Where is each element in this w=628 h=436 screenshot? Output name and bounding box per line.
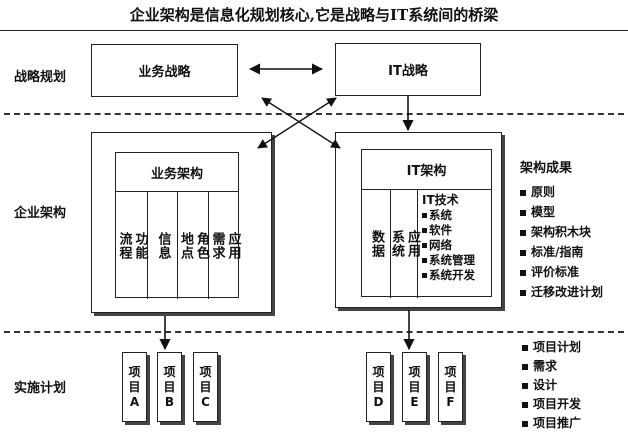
bullet-square-icon [522,420,528,427]
project-task-item: 项目开发 [522,395,626,414]
page-title: 企业架构是信息化规划核心,它是战略与IT系统间的桥梁 [129,6,499,24]
project-task-item: 项目计划 [522,338,626,357]
it-architecture-columns: 数据 应用 系统 IT技术 系统 软件 网络 系统管理 系统开发 [362,190,491,298]
divider-enterprise-implementation [4,331,624,333]
business-strategy-to-it-arch-arrow [261,97,341,149]
it-architecture-title: IT架构 [406,164,447,179]
bullet-square-icon [520,289,526,296]
business-column-app-needs-label: 应用 需求 [209,231,241,260]
business-architecture-box: 业务架构 功能 流程 信息 角色 地点 应用 需求 [115,152,241,299]
business-column-app-needs: 应用 需求 [209,192,241,299]
it-architecture-title-cell: IT架构 [362,150,491,190]
it-tech-item: 网络 [422,238,493,253]
it-tech-list: 系统 软件 网络 系统管理 系统开发 [422,208,493,283]
row-label-enterprise: 企业架构 [14,206,67,221]
business-strategy-box: 业务战略 [91,44,238,97]
title-underline [0,30,628,31]
business-architecture-title-cell: 业务架构 [116,153,238,192]
project-task-item: 需求 [522,357,626,376]
it-column-app-systems-label: 应用 系统 [389,230,420,258]
bullet-square-icon [422,273,427,278]
architecture-result-item: 迁移改进计划 [520,282,626,302]
business-column-process-label: 功能 流程 [116,231,148,260]
row-label-strategy: 战略规划 [14,70,67,85]
business-column-information: 信息 [148,192,178,299]
it-architecture-box: IT架构 数据 应用 系统 IT技术 系统 软件 网络 系统管理 系统开发 [361,149,492,298]
bullet-square-icon [522,382,528,389]
architecture-result-item: 标准/指南 [520,242,626,262]
business-column-information-label: 信息 [155,231,171,260]
bullet-square-icon [520,249,526,256]
project-task-item: 项目推广 [522,414,626,433]
it-tech-item: 系统开发 [422,268,493,283]
architecture-results-title: 架构成果 [520,161,573,176]
architecture-results: 架构成果 原则 模型 架构积木块 标准/指南 评价标准 迁移改进计划 [520,158,626,302]
it-strategy-label: IT战略 [388,64,428,79]
it-strategy-box: IT战略 [335,43,481,96]
it-tech-item: 软件 [422,223,493,238]
business-architecture-columns: 功能 流程 信息 角色 地点 应用 需求 [116,192,241,299]
bullet-square-icon [522,344,528,351]
architecture-result-item: 架构积木块 [520,222,626,242]
bullet-square-icon [422,228,427,233]
it-strategy-to-business-arch-arrow [257,97,337,149]
bullet-square-icon [422,243,427,248]
architecture-result-item: 模型 [520,202,626,222]
bullet-square-icon [422,258,427,263]
it-column-app-systems: 应用 系统 [389,190,420,298]
it-column-technology: IT技术 系统 软件 网络 系统管理 系统开发 [418,190,493,298]
bullet-square-icon [522,363,528,370]
row-label-implementation: 实施计划 [14,381,67,396]
bullet-square-icon [522,401,528,408]
business-architecture-title: 业务架构 [150,166,203,182]
project-tasks: 项目计划 需求 设计 项目开发 项目推广 [522,338,626,433]
it-column-data-label: 数据 [369,230,384,258]
project-tasks-list: 项目计划 需求 设计 项目开发 项目推广 [522,338,626,433]
it-tech-title: IT技术 [422,193,459,207]
project-task-item: 设计 [522,376,626,395]
business-strategy-label: 业务战略 [138,65,191,80]
bullet-square-icon [520,189,526,196]
it-tech-item: 系统管理 [422,253,493,268]
bullet-square-icon [520,269,526,276]
bullet-square-icon [520,229,526,236]
business-column-process: 功能 流程 [116,192,148,299]
architecture-result-item: 评价标准 [520,262,626,282]
bullet-square-icon [422,213,427,218]
business-column-roles-label: 角色 地点 [178,231,209,260]
it-tech-item: 系统 [422,208,493,223]
business-column-roles: 角色 地点 [178,192,209,299]
architecture-result-item: 原则 [520,182,626,202]
architecture-results-list: 原则 模型 架构积木块 标准/指南 评价标准 迁移改进计划 [520,182,626,302]
it-column-data: 数据 [362,190,391,298]
bullet-square-icon [520,209,526,216]
